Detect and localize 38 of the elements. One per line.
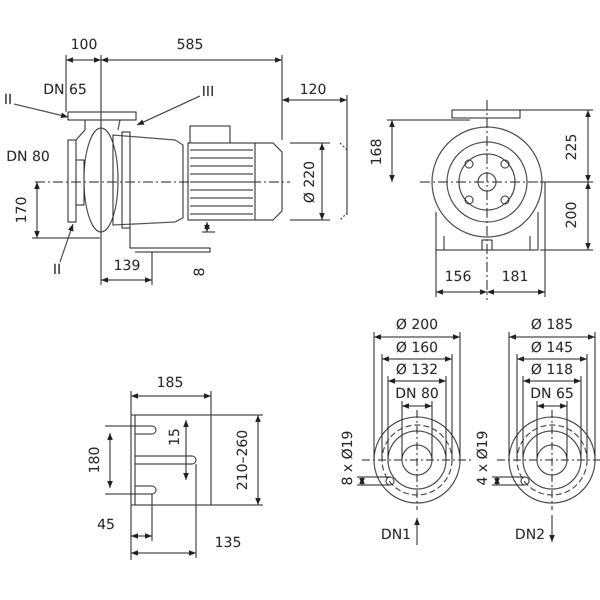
hole-dimension-label: 8 x Ø19 <box>341 430 355 486</box>
dimension-label: 225 <box>565 134 579 160</box>
dimension-label: Ø 220 <box>303 160 317 204</box>
dimension-label: Ø 132 <box>396 363 438 377</box>
dimension-label: 170 <box>15 196 29 224</box>
callout-number: II <box>52 263 62 277</box>
dimension-label: 180 <box>88 446 102 474</box>
dimension-label: 15 <box>168 428 182 446</box>
dimension-label: 168 <box>370 138 384 166</box>
dimension-label: 100 <box>70 38 98 52</box>
nominal-diameter-label: DN 65 <box>43 83 87 97</box>
dimension-label: Ø 118 <box>530 363 574 377</box>
dimension-label: 210–260 <box>236 430 250 490</box>
dimension-label: 135 <box>214 536 242 550</box>
dimension-label: Ø 185 <box>530 318 574 332</box>
dimension-label: Ø 200 <box>396 318 438 332</box>
flow-label: DN2 <box>514 528 546 542</box>
dimension-label: 8 <box>193 268 207 276</box>
flow-label: DN1 <box>380 528 412 542</box>
dimension-label: 181 <box>502 270 528 284</box>
leader-line <box>60 224 74 262</box>
dimension-label: 45 <box>97 518 115 532</box>
leader-line <box>136 96 200 126</box>
dimension-label: Ø 145 <box>530 341 574 355</box>
dimension-label: 585 <box>176 38 204 52</box>
nominal-diameter-label: DN 80 <box>6 150 50 164</box>
dimension-label: 156 <box>444 270 472 284</box>
dimension-label: 185 <box>156 376 184 390</box>
nominal-diameter-label: DN 65 <box>530 387 574 401</box>
callout-number: II <box>4 93 12 107</box>
dimension-label: 200 <box>565 202 579 228</box>
nominal-diameter-label: DN 80 <box>395 387 439 401</box>
callout-number: III <box>202 85 214 99</box>
dimension-label: 120 <box>300 83 326 97</box>
dimension-label: Ø 160 <box>396 341 438 355</box>
dimension-label: 139 <box>114 259 140 273</box>
hole-dimension-label: 4 x Ø19 <box>476 430 490 486</box>
leader-line <box>14 104 68 118</box>
